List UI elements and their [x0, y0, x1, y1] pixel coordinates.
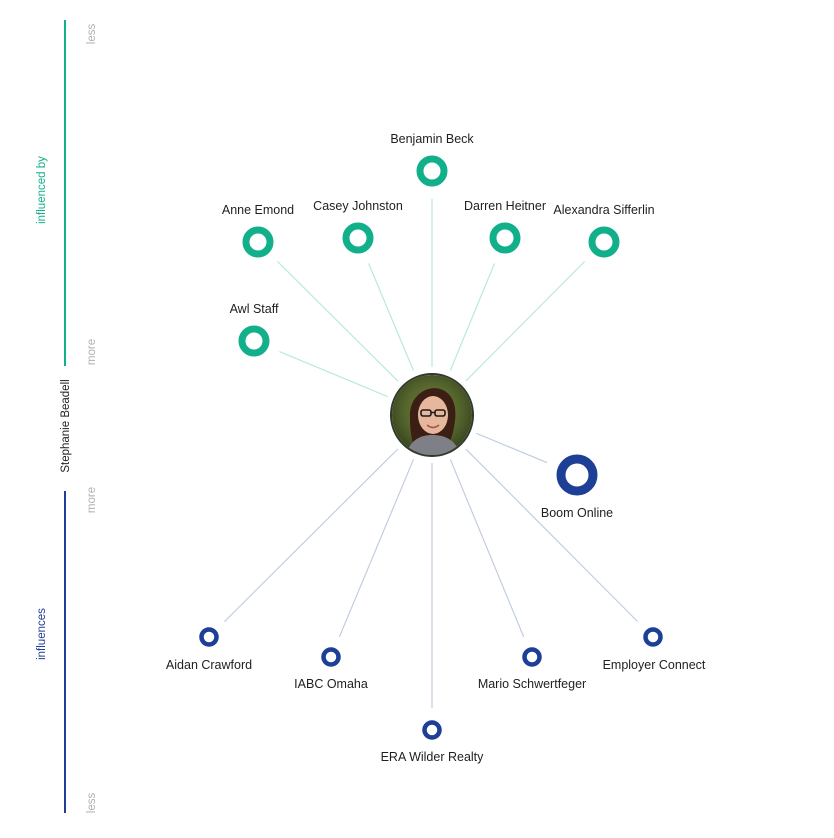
- edge-casey-johnston: [368, 263, 415, 371]
- edge-iabc-omaha: [338, 459, 415, 638]
- edge-mario-schwertfeger: [449, 459, 525, 638]
- node-ring-icon[interactable]: [422, 720, 442, 740]
- node-aidan-crawford[interactable]: Aidan Crawford: [166, 627, 252, 673]
- node-darren-heitner[interactable]: Darren Heitner: [464, 199, 546, 254]
- node-label-awl-staff[interactable]: Awl Staff: [230, 302, 279, 316]
- center-avatar[interactable]: [390, 373, 474, 457]
- node-ring-icon[interactable]: [416, 155, 448, 187]
- node-boom-online[interactable]: Boom Online: [541, 454, 613, 520]
- node-iabc-omaha[interactable]: IABC Omaha: [294, 647, 368, 692]
- profile-photo-icon: [392, 375, 472, 455]
- axis-center-name: Stephanie Beadell: [60, 379, 72, 472]
- node-ring-icon[interactable]: [643, 627, 663, 647]
- axis-label-influenced-by: influenced by: [36, 156, 48, 224]
- node-ring-icon[interactable]: [489, 222, 521, 254]
- node-label-era-wilder-realty[interactable]: ERA Wilder Realty: [381, 750, 485, 764]
- node-ring-icon[interactable]: [321, 647, 341, 667]
- axis-top-less: less: [86, 24, 98, 45]
- node-label-alexandra-sifferlin[interactable]: Alexandra Sifferlin: [553, 203, 654, 217]
- node-ring-icon[interactable]: [556, 454, 598, 496]
- node-era-wilder-realty[interactable]: ERA Wilder Realty: [381, 720, 485, 765]
- node-label-darren-heitner[interactable]: Darren Heitner: [464, 199, 546, 213]
- edge-awl-staff: [279, 351, 388, 398]
- axis-label-influences: influences: [36, 608, 48, 660]
- axis-bottom-less: less: [86, 793, 98, 814]
- node-casey-johnston[interactable]: Casey Johnston: [313, 199, 403, 254]
- axis-bottom-more: more: [86, 487, 98, 513]
- axis-top-more: more: [86, 339, 98, 365]
- node-employer-connect[interactable]: Employer Connect: [603, 627, 706, 673]
- node-mario-schwertfeger[interactable]: Mario Schwertfeger: [478, 647, 586, 692]
- node-label-employer-connect[interactable]: Employer Connect: [603, 658, 706, 672]
- edge-employer-connect: [465, 448, 639, 623]
- edge-darren-heitner: [449, 263, 496, 371]
- node-label-iabc-omaha[interactable]: IABC Omaha: [294, 677, 368, 691]
- node-benjamin-beck[interactable]: Benjamin Beck: [390, 132, 474, 187]
- node-ring-icon[interactable]: [238, 325, 270, 357]
- node-alexandra-sifferlin[interactable]: Alexandra Sifferlin: [553, 203, 655, 258]
- edge-alexandra-sifferlin: [465, 261, 586, 382]
- node-label-casey-johnston[interactable]: Casey Johnston: [313, 199, 403, 213]
- node-anne-emond[interactable]: Anne Emond: [222, 203, 294, 258]
- node-label-boom-online[interactable]: Boom Online: [541, 506, 613, 520]
- node-ring-icon[interactable]: [588, 226, 620, 258]
- node-label-mario-schwertfeger[interactable]: Mario Schwertfeger: [478, 677, 586, 691]
- node-label-aidan-crawford[interactable]: Aidan Crawford: [166, 658, 252, 672]
- node-ring-icon[interactable]: [199, 627, 219, 647]
- node-ring-icon[interactable]: [522, 647, 542, 667]
- edge-aidan-crawford: [223, 448, 399, 623]
- edges: [223, 198, 639, 709]
- node-label-anne-emond[interactable]: Anne Emond: [222, 203, 294, 217]
- edge-anne-emond: [277, 260, 399, 382]
- node-awl-staff[interactable]: Awl Staff: [230, 302, 279, 357]
- axis: influenced by influences Stephanie Beade…: [36, 20, 98, 813]
- edge-boom-online: [476, 432, 548, 464]
- node-ring-icon[interactable]: [342, 222, 374, 254]
- node-label-benjamin-beck[interactable]: Benjamin Beck: [390, 132, 474, 146]
- node-ring-icon[interactable]: [242, 226, 274, 258]
